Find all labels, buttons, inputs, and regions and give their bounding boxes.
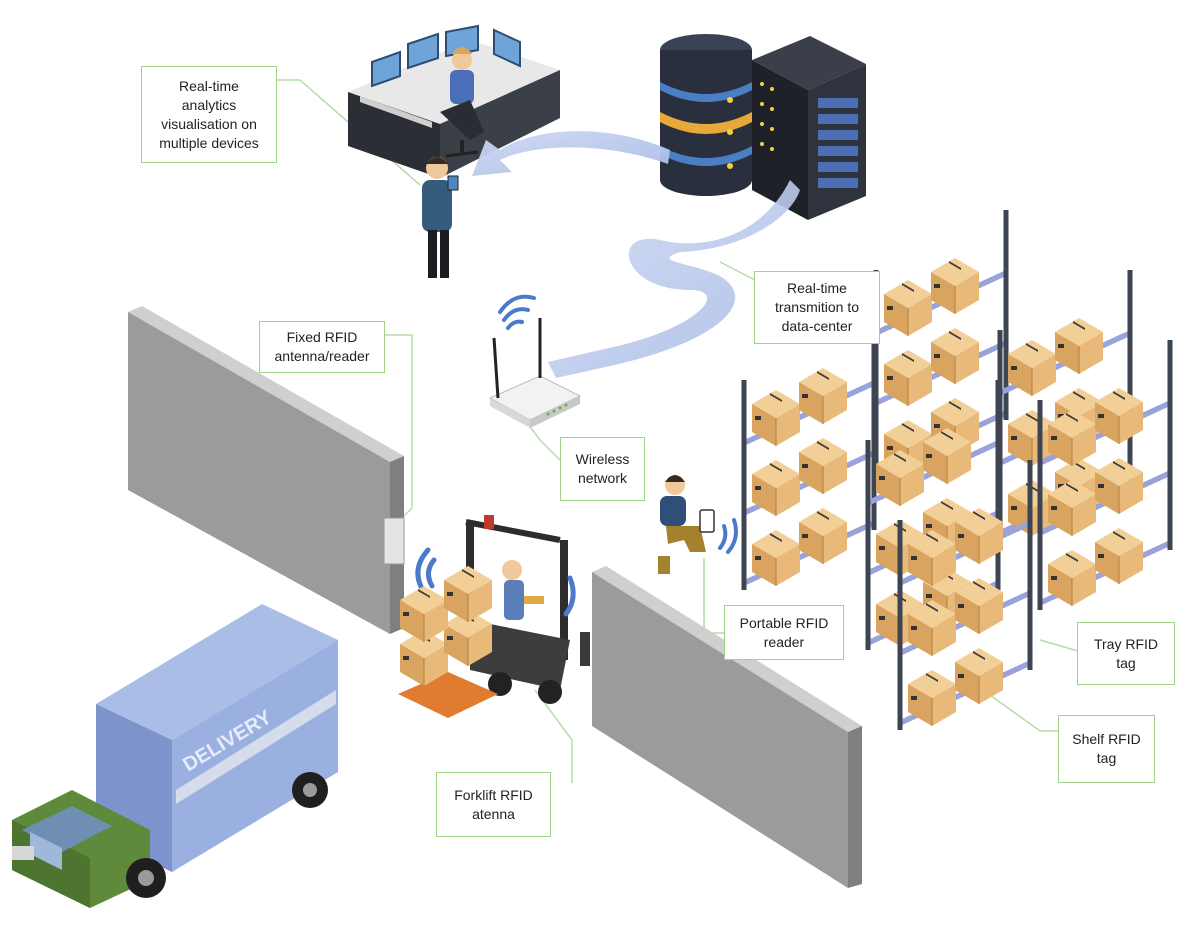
callout-shelf-tag: Shelf RFID tag bbox=[1058, 715, 1155, 783]
callout-wireless-network: Wireless network bbox=[560, 437, 645, 501]
callout-analytics: Real-time analytics visualisation on mul… bbox=[141, 66, 277, 163]
callout-forklift-antenna: Forklift RFID atenna bbox=[436, 772, 551, 837]
wifi-signal-icon bbox=[498, 294, 536, 330]
wireless-router-icon bbox=[488, 318, 582, 428]
callout-portable-reader: Portable RFID reader bbox=[724, 605, 844, 660]
callout-tray-tag: Tray RFID tag bbox=[1077, 622, 1175, 685]
callout-transmission: Real-time transmition to data-center bbox=[754, 271, 880, 344]
server-stack-icon bbox=[660, 34, 752, 196]
crouching-worker-icon bbox=[658, 475, 738, 574]
server-rack-icon bbox=[752, 36, 866, 220]
left-wall bbox=[128, 306, 405, 634]
operator-desk-icon bbox=[348, 24, 560, 178]
forklift-icon bbox=[398, 515, 576, 718]
person-with-tablet-icon bbox=[422, 157, 459, 278]
data-flow-ribbon bbox=[472, 131, 800, 378]
delivery-truck-icon: DELIVERY bbox=[12, 604, 338, 908]
callout-fixed-reader: Fixed RFID antenna/reader bbox=[259, 321, 385, 373]
